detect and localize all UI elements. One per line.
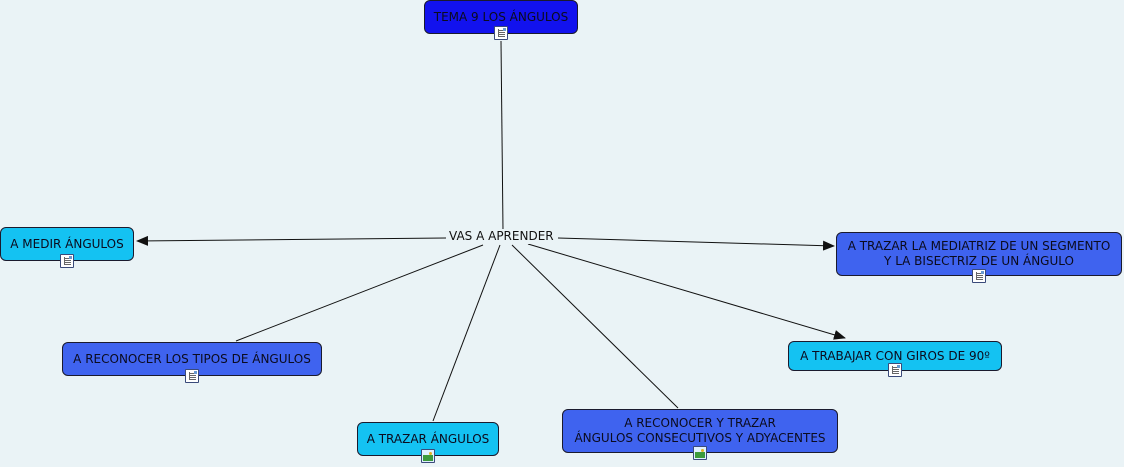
- link-tema: [500, 40, 504, 231]
- node-label: TEMA 9 LOS ÁNGULOS: [433, 9, 569, 24]
- arrow-giros: [527, 243, 846, 340]
- arrow-mediatriz: [557, 237, 835, 251]
- node-label: A TRABAJAR CON GIROS DE 90º: [800, 348, 990, 363]
- link-trazar: [432, 244, 501, 422]
- center-concept-label[interactable]: VAS A APRENDER: [447, 229, 556, 244]
- node-label: A RECONOCER Y TRAZAR ÁNGULOS CONSECUTIVO…: [574, 416, 826, 445]
- node-medir-angulos[interactable]: A MEDIR ÁNGULOS: [0, 227, 134, 261]
- node-label: A RECONOCER LOS TIPOS DE ÁNGULOS: [73, 351, 311, 366]
- note-icon[interactable]: [60, 254, 74, 268]
- link-consecutivos: [511, 244, 679, 409]
- node-tipos-de-angulos[interactable]: A RECONOCER LOS TIPOS DE ÁNGULOS: [62, 342, 322, 376]
- node-label: A MEDIR ÁNGULOS: [10, 236, 124, 251]
- note-icon[interactable]: [972, 269, 986, 283]
- arrow-medir: [136, 235, 447, 246]
- link-tipos: [235, 244, 484, 342]
- image-icon[interactable]: [421, 449, 435, 463]
- node-label: A TRAZAR LA MEDIATRIZ DE UN SEGMENTO Y L…: [847, 239, 1111, 268]
- note-icon[interactable]: [494, 26, 508, 40]
- image-icon[interactable]: [693, 446, 707, 460]
- note-icon[interactable]: [888, 363, 902, 377]
- node-label: A TRAZAR ÁNGULOS: [366, 431, 490, 446]
- node-mediatriz-bisectriz[interactable]: A TRAZAR LA MEDIATRIZ DE UN SEGMENTO Y L…: [836, 232, 1122, 276]
- note-icon[interactable]: [185, 369, 199, 383]
- node-consecutivos-adyacentes[interactable]: A RECONOCER Y TRAZAR ÁNGULOS CONSECUTIVO…: [562, 409, 838, 453]
